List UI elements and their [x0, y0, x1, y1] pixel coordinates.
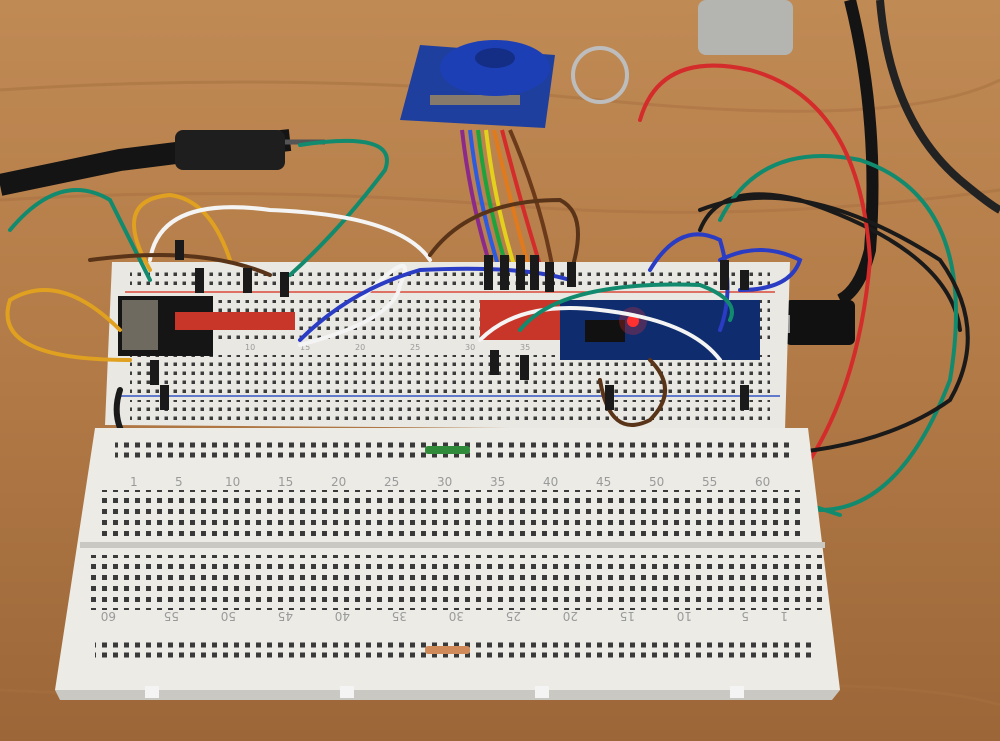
black-cable-right [836, 0, 879, 306]
column-number: 5 [741, 609, 749, 623]
rfid-module [400, 40, 629, 128]
column-number: 15 [620, 609, 635, 623]
row-number: 35 [520, 343, 530, 352]
column-number: 1 [130, 475, 138, 489]
column-number: 15 [278, 475, 293, 489]
column-number: 55 [164, 609, 179, 623]
ribbon-cable [460, 129, 554, 266]
green-resistor [425, 446, 470, 454]
row-number: 15 [300, 343, 310, 352]
key-ring [571, 46, 629, 104]
column-number: 5 [175, 475, 183, 489]
column-number: 50 [649, 475, 664, 489]
power-led [627, 315, 639, 327]
column-number: 50 [221, 609, 236, 623]
column-number: 20 [331, 475, 346, 489]
column-number: 45 [278, 609, 293, 623]
bottom-breadboard [55, 428, 840, 700]
left-microcontroller [118, 296, 295, 356]
column-number: 45 [596, 475, 611, 489]
column-number: 35 [490, 475, 505, 489]
column-number: 25 [384, 475, 399, 489]
column-number: 55 [702, 475, 717, 489]
row-number: 25 [410, 343, 420, 352]
column-number: 10 [225, 475, 240, 489]
metal-cup [698, 0, 793, 55]
terminal-strip-top [100, 490, 805, 540]
row-number: 20 [355, 343, 365, 352]
bottom-breadboard-top-numbers: 1 5 10 15 20 25 30 35 40 45 50 55 60 [130, 475, 770, 489]
column-number: 40 [335, 609, 350, 623]
column-number: 35 [392, 609, 407, 623]
column-number: 60 [755, 475, 770, 489]
terminal-strip-bottom [85, 555, 825, 610]
bottom-breadboard-bottom-numbers: 60 55 50 45 40 35 30 25 20 15 10 5 1 [101, 609, 788, 623]
column-number: 25 [506, 609, 521, 623]
column-number: 1 [780, 609, 788, 623]
row-number: 30 [465, 343, 475, 352]
column-number: 20 [563, 609, 578, 623]
column-number: 30 [449, 609, 464, 623]
column-number: 10 [677, 609, 692, 623]
column-number: 30 [437, 475, 452, 489]
left-cable-plug [175, 130, 285, 170]
row-number: 10 [245, 343, 255, 352]
column-number: 60 [101, 609, 116, 623]
jumper-wires [5, 63, 970, 517]
orange-resistor [425, 646, 470, 654]
black-cable-far-right [876, 0, 1000, 214]
column-number: 40 [543, 475, 558, 489]
usb-plug [785, 300, 855, 345]
